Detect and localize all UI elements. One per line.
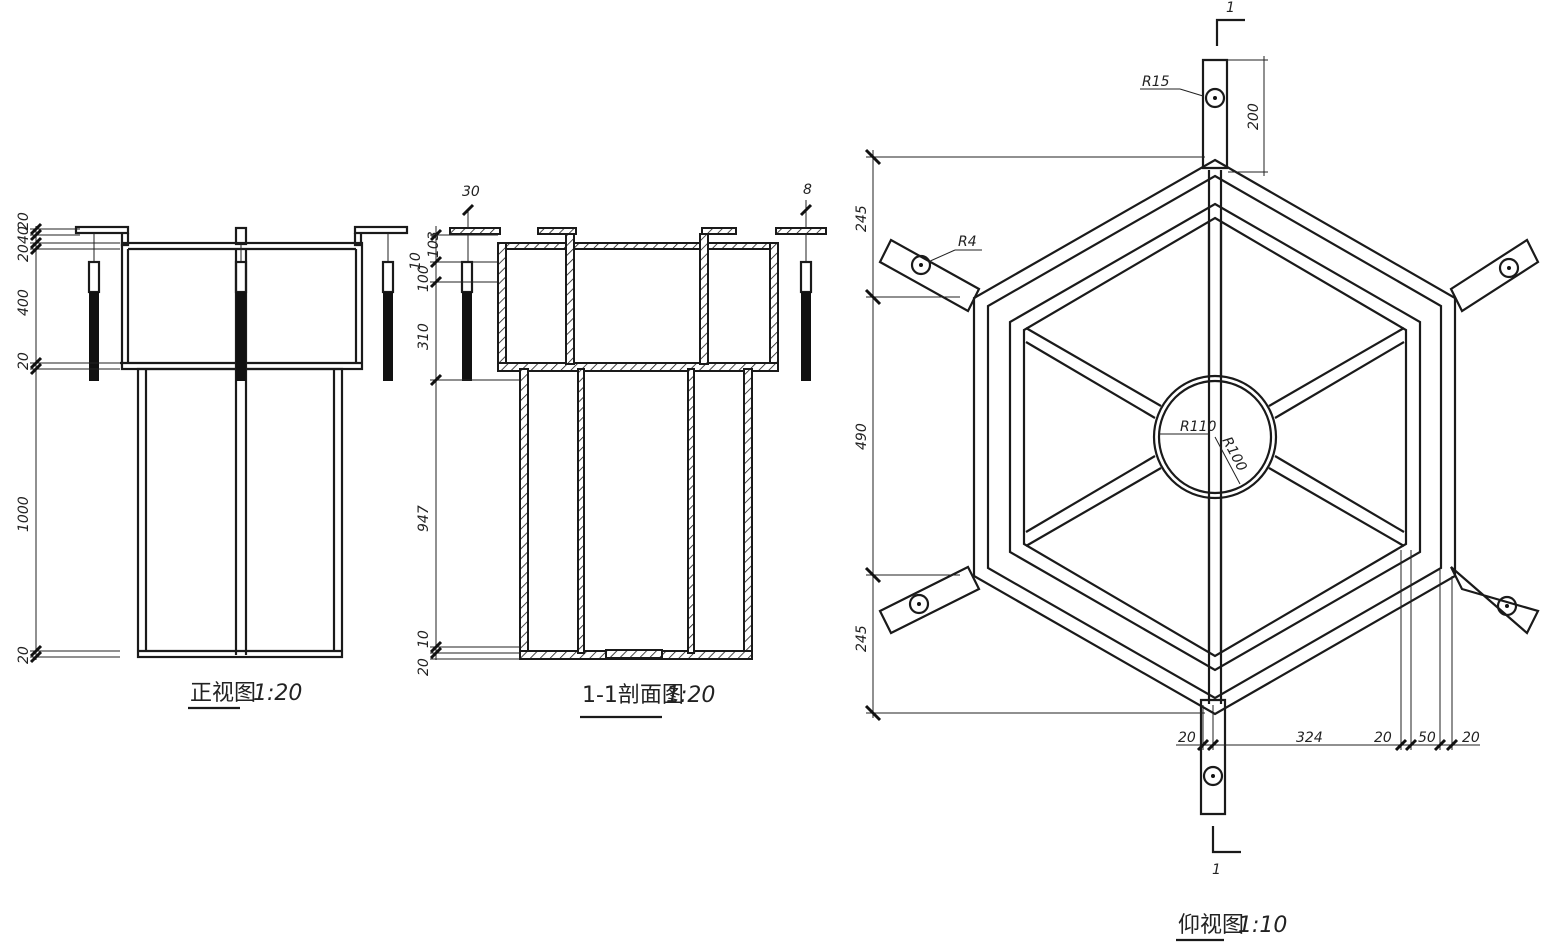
radius-r4: R4 (958, 234, 977, 250)
dim-b4: 50 (1418, 730, 1436, 746)
front-dim-1: 20 (16, 212, 32, 230)
front-view: 20 20 40 400 20 1000 20 正视图 1:20 (16, 212, 409, 710)
section-dim-100: 100 (416, 265, 432, 292)
section-dim-10: 10 (408, 252, 424, 270)
front-dim-7: 20 (16, 646, 32, 664)
radius-r100: R100 (1218, 434, 1249, 474)
dim-left-bot: 245 (854, 625, 870, 652)
section-dim-103: 103 (426, 231, 442, 258)
front-dim-6: 1000 (16, 496, 32, 532)
section-dim-20: 20 (416, 658, 432, 676)
radius-r15: R15 (1142, 74, 1170, 90)
front-dim-5: 20 (16, 352, 32, 370)
section-dim-8: 8 (803, 182, 812, 198)
bottom-view-scale: 1:10 (1238, 913, 1287, 938)
section-dim-30: 30 (462, 184, 480, 200)
section-view-title: 1-1剖面图 (582, 683, 684, 708)
dim-top-tab: 200 (1246, 103, 1262, 130)
section-view: 30 8 10 103 100 310 947 10 20 1-1剖面图 1:2… (408, 182, 827, 719)
section-dim-10b: 10 (416, 630, 432, 648)
arm-hole (908, 87, 1520, 787)
dim-b3: 20 (1374, 730, 1392, 746)
dim-b1: 20 (1178, 730, 1196, 746)
radius-r110: R110 (1180, 419, 1217, 435)
front-dim-3: 40 (16, 226, 32, 244)
front-dim-2: 20 (16, 244, 32, 262)
front-view-scale: 1:20 (253, 681, 302, 706)
section-mark-bottom: 1 (1212, 862, 1221, 878)
section-dim-310: 310 (416, 323, 432, 350)
front-view-title: 正视图 (190, 681, 256, 706)
bottom-view: 1 1 (854, 0, 1540, 942)
section-mark-top: 1 (1226, 0, 1235, 16)
front-dim-4: 400 (16, 289, 32, 316)
dim-left-top: 245 (854, 205, 870, 232)
section-dim-947: 947 (416, 505, 432, 532)
bottom-view-title: 仰视图 (1178, 913, 1244, 938)
radial-ribs (1025, 222, 1405, 652)
dim-b2: 324 (1296, 730, 1323, 746)
dim-left-mid: 490 (854, 423, 870, 450)
section-view-scale: 1:20 (666, 683, 715, 708)
dim-b5: 20 (1462, 730, 1480, 746)
